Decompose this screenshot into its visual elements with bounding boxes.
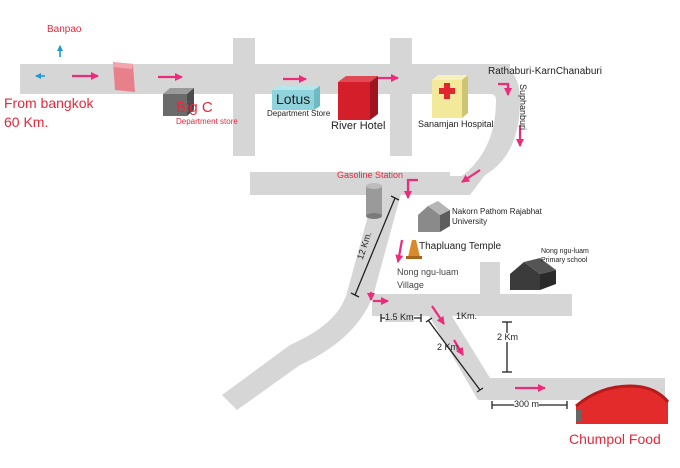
chumpol-food-label: Chumpol Food	[569, 431, 661, 447]
side-road-1	[233, 38, 255, 156]
arrow-13	[453, 339, 464, 356]
school-building-icon	[510, 258, 556, 290]
gasoline-tank-icon	[366, 183, 382, 219]
dist-300m-label: 300 m	[514, 399, 540, 409]
main-highway	[20, 64, 510, 94]
hospital-building-icon	[432, 75, 468, 118]
university-label-1: Nakorn Pathom Rajabhat	[452, 207, 542, 216]
rathaburi-label: Rathaburi-KarnChanaburi	[488, 66, 602, 77]
chumpol-food-building-icon	[575, 384, 670, 424]
lotus-building-icon	[272, 86, 320, 110]
lotus-label: Lotus	[276, 91, 311, 107]
route-arrows	[72, 72, 546, 392]
village-label-1: Nong ngu-luam	[397, 267, 459, 277]
from-bangkok-label: From bangkok	[4, 95, 94, 111]
arrow-9	[395, 239, 404, 263]
university-building-icon	[418, 201, 450, 232]
suphanburi-label: Suphanburi	[518, 84, 528, 131]
temple-label: Thapluang Temple	[419, 241, 502, 252]
river-hotel-building-icon	[338, 76, 378, 120]
distance-bangkok-label: 60 Km.	[4, 114, 49, 130]
big-c-store-label: Department store	[176, 117, 238, 126]
big-c-label: Big C	[176, 99, 213, 116]
arrow-8	[404, 178, 418, 199]
school-label-2: Primary school	[541, 257, 588, 264]
dist-1km-label: 1Km.	[456, 311, 478, 321]
university-label-2: University	[452, 217, 488, 226]
dist-2km-diag-line	[427, 319, 481, 391]
lower-left-road	[222, 298, 372, 410]
gasoline-station-label: Gasoline Station	[337, 170, 404, 180]
blue-arrows	[35, 45, 63, 79]
diagonal-main	[345, 190, 402, 300]
school-label-1: Nong ngu-luam	[541, 248, 589, 255]
village-label-2: Village	[397, 280, 424, 290]
big-c-building-icon	[163, 88, 194, 116]
lotus-store-label: Department Store	[267, 109, 331, 118]
road-to-chumpol	[420, 300, 665, 400]
hospital-label: Sanamjan Hospital	[418, 119, 494, 129]
temple-icon	[406, 240, 422, 259]
arrow-5	[498, 82, 512, 96]
upper-side-road	[480, 262, 500, 298]
dist-1-5km-label: 1.5 Km	[385, 312, 414, 322]
banpao-label: Banpao	[47, 24, 82, 35]
dist-2km-a-label: 2 Km.	[437, 342, 461, 352]
arrow-12	[431, 305, 445, 325]
dist-2km-b-label: 2 Km	[497, 332, 519, 342]
gasoline-road	[250, 172, 450, 195]
dist-12km-line	[354, 197, 396, 296]
arrow-7	[461, 169, 481, 183]
roads	[20, 38, 665, 410]
river-hotel-label: River Hotel	[331, 120, 386, 132]
cross-road	[372, 294, 572, 316]
side-road-2	[390, 38, 412, 156]
toll-gate-icon	[113, 62, 135, 92]
suphanburi-curve	[430, 64, 520, 195]
